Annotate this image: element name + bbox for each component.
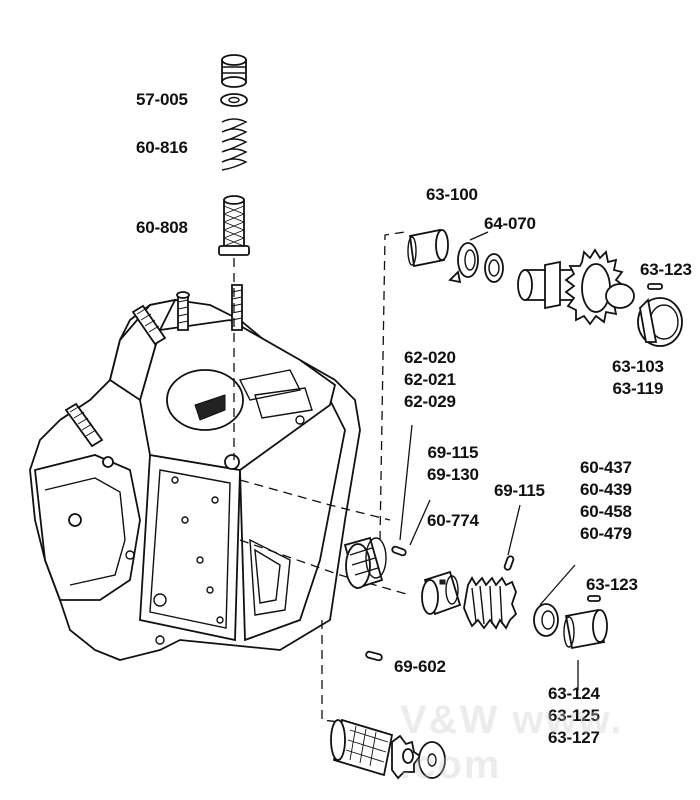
label-62-029: 62-029	[404, 392, 456, 411]
label-57-005: 57-005	[136, 90, 188, 109]
label-69-602: 69-602	[394, 657, 446, 676]
label-63-125: 63-125	[548, 706, 600, 725]
label-60-439: 60-439	[580, 480, 632, 499]
label-63-119: 63-119	[612, 379, 664, 398]
stud-left	[64, 402, 104, 448]
pin-63-123-upper	[647, 283, 663, 290]
label-69-115-right: 69-115	[494, 481, 545, 500]
stud-mid	[131, 304, 167, 346]
pin-69-602	[365, 650, 383, 662]
label-60-808: 60-808	[136, 218, 188, 237]
oil-pump-shaft	[330, 718, 422, 780]
key-69-115-right	[503, 555, 515, 571]
washer-60-437	[533, 603, 559, 637]
label-63-103: 63-103	[612, 357, 664, 376]
label-64-070: 64-070	[484, 214, 536, 233]
label-63-123-upper: 63-123	[640, 260, 692, 279]
label-60-479: 60-479	[580, 524, 632, 543]
bushing-63-124	[563, 608, 608, 650]
screen-60-808	[218, 195, 250, 256]
label-62-020: 62-020	[404, 348, 456, 367]
label-60-437: 60-437	[580, 458, 632, 477]
crankcase	[29, 284, 361, 661]
label-60-458: 60-458	[580, 502, 632, 521]
label-69-115-left: 69-115	[427, 443, 479, 462]
camshaft-gear-63-103	[517, 248, 635, 326]
label-63-103-stack: 63-103 63-119	[612, 356, 664, 400]
label-63-100: 63-100	[426, 185, 478, 204]
label-63-123-lower: 63-123	[586, 575, 638, 594]
relief-valve-cap	[221, 54, 247, 88]
end-washer	[418, 741, 446, 779]
label-60-774: 60-774	[427, 511, 479, 530]
gear-60-774	[421, 570, 462, 616]
spring-60-816	[221, 118, 248, 171]
label-69-115-stack: 69-115 69-130	[427, 442, 479, 486]
pinion-gear	[463, 576, 518, 630]
watermark: V&W www. .com	[400, 698, 624, 787]
ring-washer	[484, 253, 504, 283]
bearing-63-119	[637, 297, 683, 347]
thrust-washer-64-070	[448, 242, 479, 284]
pin-63-123-lower	[587, 595, 601, 602]
stud-top	[176, 291, 190, 331]
plug-62-020	[343, 536, 387, 590]
label-63-124: 63-124	[548, 684, 600, 703]
bushing-63-100	[407, 228, 449, 268]
label-62-021: 62-021	[404, 370, 456, 389]
label-63-124-stack: 63-124 63-125 63-127	[548, 683, 600, 749]
label-69-130: 69-130	[427, 465, 479, 484]
label-60-437-stack: 60-437 60-439 60-458 60-479	[580, 457, 632, 545]
label-63-127: 63-127	[548, 728, 600, 747]
washer-57-005	[220, 93, 248, 107]
label-62-020-stack: 62-020 62-021 62-029	[404, 347, 456, 413]
key-69-115-left	[391, 545, 407, 557]
label-60-816: 60-816	[136, 138, 188, 157]
